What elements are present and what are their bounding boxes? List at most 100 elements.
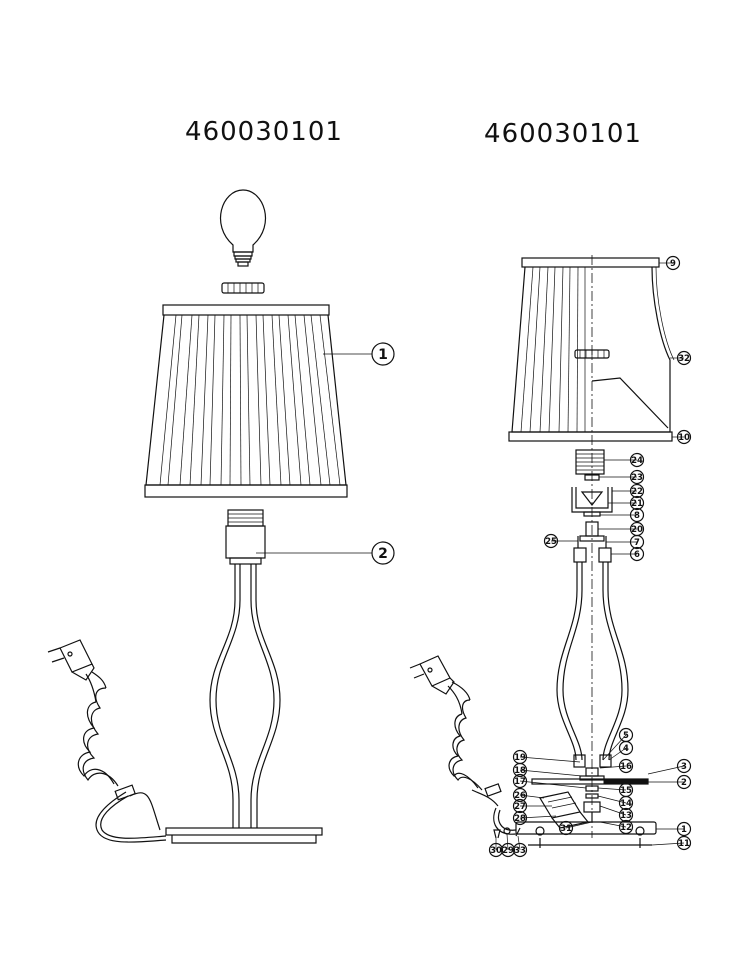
exploded-title: 460030101 [484, 119, 642, 149]
callout-number-2: 2 [681, 778, 687, 788]
callout-circle-16 [618, 758, 634, 774]
callout-number-30: 30 [490, 846, 502, 856]
callout-14: 14 [597, 795, 634, 811]
callout-number-11: 11 [678, 839, 690, 849]
callout-number-21: 21 [631, 499, 643, 509]
svg-text:1: 1 [378, 347, 388, 363]
top-ring [521, 257, 660, 268]
callout-12: 12 [599, 819, 634, 835]
leader-line-16 [599, 765, 627, 769]
callout-22: 22 [612, 483, 645, 499]
socket-thread [575, 449, 605, 475]
assembled-callout-1: 1 [323, 342, 395, 366]
callout-number-7: 7 [634, 538, 640, 548]
callout-27: 27 [512, 798, 552, 814]
callout-4: 4 [608, 740, 634, 761]
leader-line-17 [519, 780, 587, 789]
callout-6: 6 [611, 546, 645, 562]
lamp-stem [209, 564, 281, 828]
callout-circle-4 [618, 740, 634, 756]
callout-number-18: 18 [514, 766, 526, 776]
bottom-ring [508, 431, 673, 442]
svg-text:2: 2 [378, 546, 388, 562]
leader-line-4 [608, 747, 627, 761]
leader-line-18 [519, 769, 583, 777]
callout-25: 25 [543, 533, 578, 549]
light-bulb [219, 189, 267, 267]
callout-number-1: 1 [681, 825, 687, 835]
callout-circle-7 [629, 534, 645, 550]
callout-circle-13 [618, 807, 634, 823]
callout-circle-14 [618, 795, 634, 811]
leader-line-15 [597, 787, 627, 791]
callout-28: 28 [512, 810, 557, 826]
callout-circle-12 [618, 819, 634, 835]
callout-21: 21 [608, 495, 645, 511]
callout-number-19: 19 [514, 753, 526, 763]
leader-line-26 [519, 794, 545, 799]
callout-number-10: 10 [678, 433, 690, 443]
leader-line-19 [519, 756, 581, 763]
callout-19: 19 [512, 749, 581, 765]
callout-13: 13 [599, 805, 634, 823]
callout-circle-18 [512, 762, 528, 778]
callout-number-12: 12 [620, 823, 632, 833]
socket [225, 509, 266, 565]
base-assembly [515, 767, 657, 848]
callout-7: 7 [606, 534, 645, 550]
callout-number-25: 25 [545, 537, 557, 547]
callout-15: 15 [597, 782, 634, 798]
callout-circle-24 [629, 452, 645, 468]
callout-number-31: 31 [560, 824, 572, 834]
callout-number-27: 27 [514, 802, 526, 812]
callout-16: 16 [599, 758, 634, 774]
callout-circle-11 [676, 835, 692, 851]
callout-circle-32 [676, 350, 692, 366]
exploded-shade [511, 266, 675, 433]
callout-circle-22 [629, 483, 645, 499]
lamp-base [165, 827, 323, 844]
callout-number-9: 9 [670, 259, 676, 269]
exploded-power-cord [409, 655, 521, 839]
callout-circle-17 [512, 773, 528, 789]
callout-number-8: 8 [634, 511, 640, 521]
exploded-stem [556, 562, 629, 768]
callout-9: 9 [659, 255, 681, 271]
callout-18: 18 [512, 762, 583, 778]
callout-3: 3 [647, 758, 692, 775]
callout-number-5: 5 [623, 731, 629, 741]
callout-20: 20 [598, 521, 645, 537]
callout-2: 2 [648, 774, 692, 790]
callout-23: 23 [599, 469, 645, 485]
callout-circle-30 [488, 842, 504, 858]
callout-number-28: 28 [514, 814, 526, 824]
leader-line-29 [506, 833, 509, 851]
callout-number-33: 33 [514, 846, 526, 856]
callout-number-22: 22 [631, 487, 643, 497]
leader-line-13 [599, 805, 627, 816]
callout-1: 1 [656, 821, 692, 837]
callout-number-24: 24 [631, 456, 643, 466]
callout-number-4: 4 [623, 744, 629, 754]
callout-circle-23 [629, 469, 645, 485]
callout-number-14: 14 [620, 799, 632, 809]
callout-circle-8 [629, 507, 645, 523]
leader-line-5 [602, 734, 627, 761]
assembled-callout-2: 2 [256, 541, 395, 565]
callout-31: 31 [558, 820, 593, 836]
power-cord [47, 639, 167, 843]
callout-circle-21 [629, 495, 645, 511]
callout-circle-6 [629, 546, 645, 562]
callout-circle-31 [558, 820, 574, 836]
pleated-shade [144, 304, 348, 498]
callout-number-29: 29 [502, 846, 514, 856]
callout-26: 26 [512, 787, 545, 803]
leader-line-31 [565, 821, 593, 829]
callout-11: 11 [651, 835, 692, 851]
callout-number-20: 20 [631, 525, 643, 535]
callout-number-13: 13 [620, 811, 632, 821]
callout-circle-33 [512, 842, 528, 858]
assembled-title: 460030101 [185, 117, 343, 147]
